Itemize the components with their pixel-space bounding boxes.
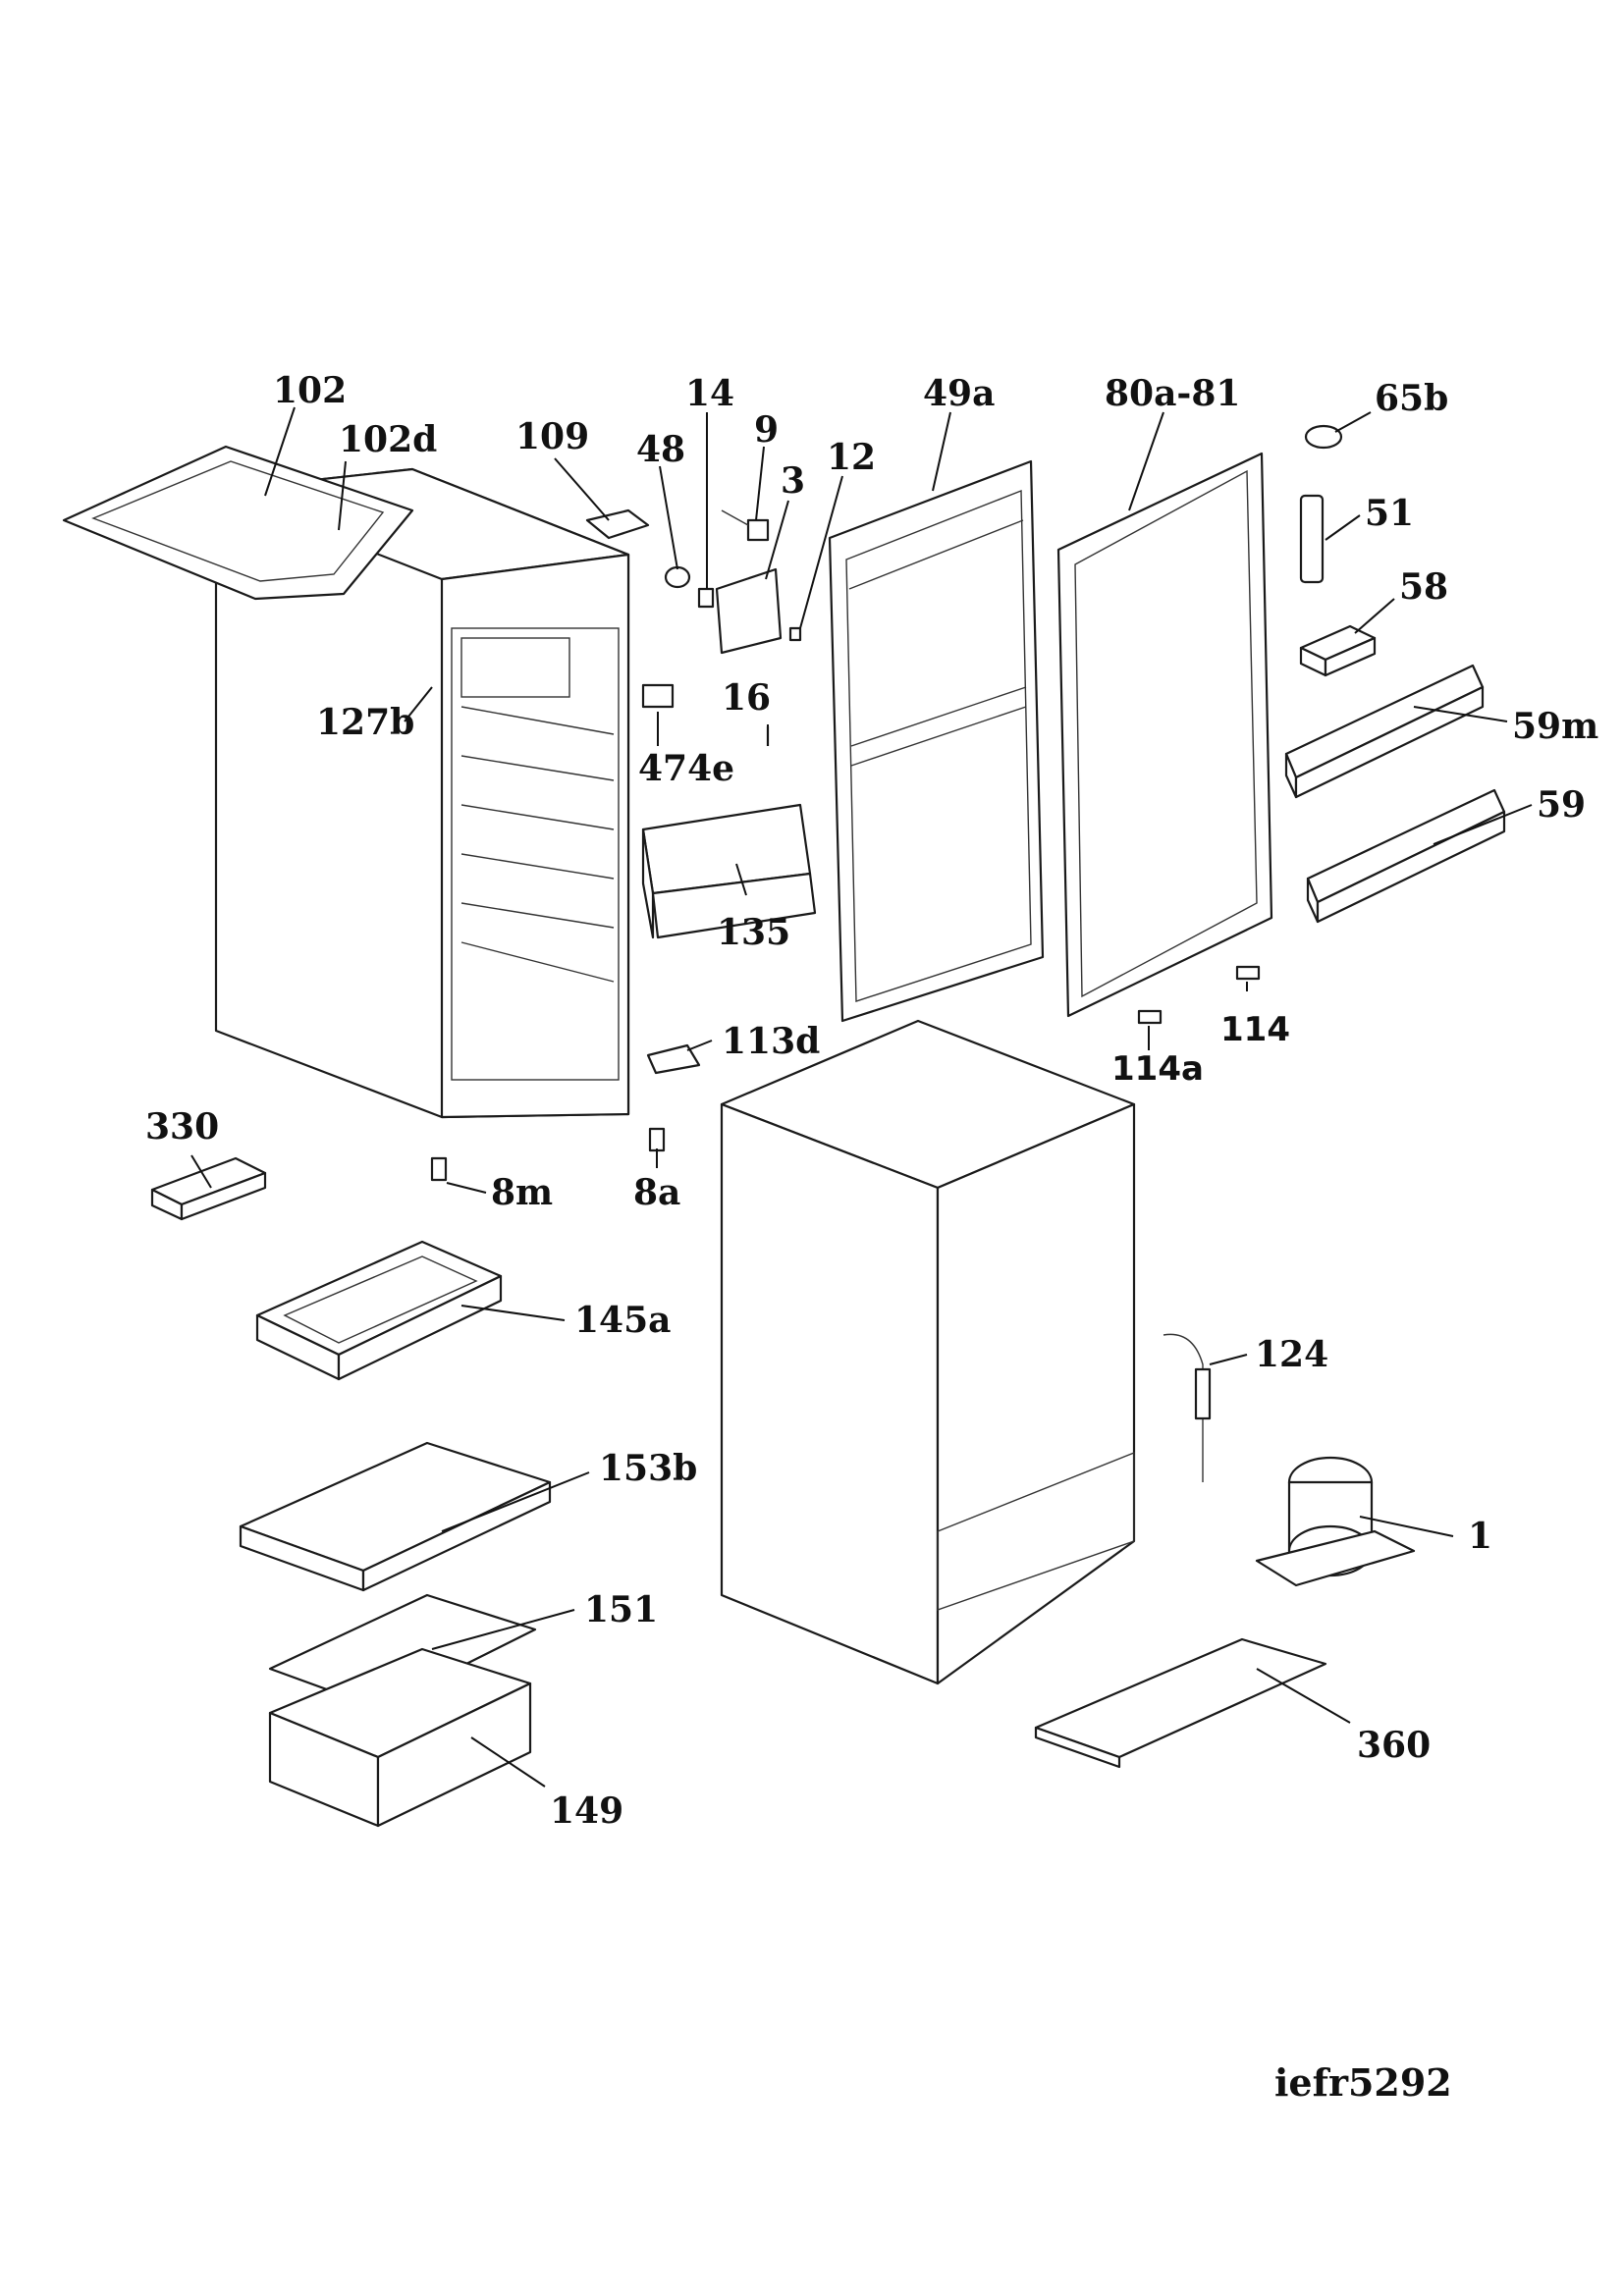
callout-127b: 127b [316, 702, 414, 743]
callout-109: 109 [515, 416, 589, 457]
cap-65b [1304, 424, 1343, 450]
callouts: 102 102d 109 48 14 9 3 12 49a 80a-81 65b… [145, 370, 1598, 1832]
hinge-109 [585, 508, 650, 540]
base-plate-360 [1034, 1637, 1327, 1769]
callout-51: 51 [1365, 493, 1414, 534]
compressor-1 [1255, 1456, 1416, 1587]
callout-59m: 59m [1512, 706, 1598, 747]
handle-51 [1299, 494, 1325, 584]
lamp-48 [664, 565, 691, 589]
door-shelf-59 [1306, 788, 1506, 924]
crisper-drawer-149 [268, 1647, 532, 1828]
callout-114a: 114a [1111, 1049, 1204, 1089]
crisper-rack-145a [255, 1240, 503, 1381]
callout-8m: 8m [491, 1172, 553, 1213]
light-cover-474e [641, 683, 675, 709]
foot-8m [430, 1156, 448, 1182]
callout-113d: 113d [722, 1021, 820, 1062]
knob-9 [721, 509, 770, 542]
switch-14 [697, 587, 715, 609]
callout-59: 59 [1537, 784, 1586, 826]
hinge-114 [1235, 965, 1261, 981]
callout-153b: 153b [599, 1448, 697, 1489]
callout-1: 1 [1468, 1516, 1492, 1557]
foot-8a [648, 1127, 666, 1152]
callout-48: 48 [636, 429, 685, 470]
ice-tray-330 [150, 1156, 267, 1221]
screw-12 [788, 626, 802, 642]
callout-65b: 65b [1375, 378, 1448, 419]
callout-151: 151 [584, 1589, 658, 1630]
callout-102: 102 [273, 370, 347, 411]
callout-9: 9 [754, 409, 779, 451]
callout-124: 124 [1255, 1334, 1328, 1375]
callout-135: 135 [717, 912, 790, 953]
leader-lines [190, 406, 1533, 1788]
callout-49a: 49a [923, 373, 995, 414]
hinge-113d [646, 1043, 701, 1075]
callout-114: 114 [1220, 1010, 1290, 1049]
callout-330: 330 [145, 1106, 219, 1148]
callout-145a: 145a [574, 1300, 671, 1341]
door-gasket-80a-81 [1056, 452, 1273, 1018]
evaporator-flap-135 [641, 803, 817, 939]
callout-149: 149 [550, 1790, 623, 1832]
outer-cabinet [720, 1019, 1136, 1685]
door-shelf-59m [1284, 664, 1485, 799]
glass-shelf-153b [239, 1441, 552, 1592]
callout-58: 58 [1399, 566, 1448, 608]
top-lid [62, 445, 414, 601]
door-49a [828, 459, 1045, 1023]
document-reference: iefr5292 [1274, 2060, 1452, 2105]
callout-16: 16 [722, 677, 771, 719]
thermostat-housing-3 [715, 567, 783, 655]
callout-12: 12 [827, 437, 876, 478]
hinge-114a [1137, 1009, 1163, 1025]
egg-tray-58 [1299, 624, 1377, 677]
callout-360: 360 [1357, 1725, 1431, 1766]
callout-14: 14 [685, 373, 734, 414]
callout-80a-81: 80a-81 [1105, 373, 1240, 414]
callout-3: 3 [781, 460, 805, 502]
callout-474e: 474e [638, 748, 734, 789]
callout-102d: 102d [339, 419, 437, 460]
callout-8a: 8a [633, 1172, 680, 1213]
sensor-124 [1163, 1333, 1212, 1482]
